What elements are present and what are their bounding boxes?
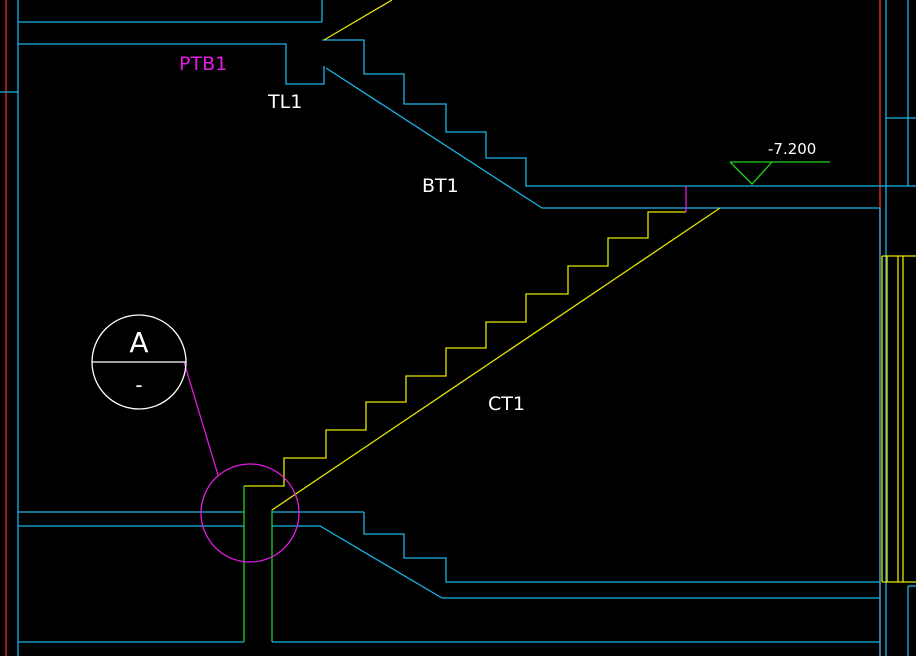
label-bt1: BT1 <box>422 175 459 197</box>
label-ptb1: PTB1 <box>179 53 227 75</box>
detail-callout <box>183 186 687 563</box>
label-ct1: CT1 <box>488 393 525 415</box>
detail-symbol <box>91 314 187 410</box>
detail-sheet: - <box>135 373 142 397</box>
label-tl1: TL1 <box>267 91 302 113</box>
yellow-stair-flight <box>244 0 916 583</box>
label-elevation: -7.200 <box>768 140 816 158</box>
green-lines <box>243 161 830 642</box>
detail-letter: A <box>129 326 148 359</box>
